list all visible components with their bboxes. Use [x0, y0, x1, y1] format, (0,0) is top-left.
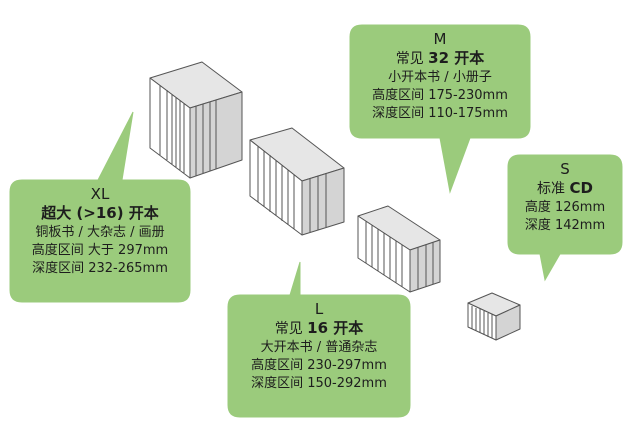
bubble-l-shape	[227, 261, 411, 418]
depth-range-xl: 深度区间 232-265mm	[32, 261, 168, 276]
bubble-xl	[9, 111, 191, 303]
format-title-xl: 超大 (>16) 开本	[41, 204, 159, 222]
depth-range-m: 深度区间 110-175mm	[372, 106, 508, 121]
cd-stack-s	[467, 292, 521, 341]
callout-m: M 常见 32 开本 小开本书 / 小册子 高度区间 175-230mm 深度区…	[350, 30, 530, 123]
size-label-m: M	[433, 30, 447, 48]
format-title-l: 常见 16 开本	[274, 319, 364, 337]
bubble-l	[227, 261, 411, 418]
bubble-s-shape	[507, 154, 623, 282]
callout-s: S 标准 CD 高度 126mm 深度 142mm	[508, 160, 622, 235]
callout-xl: XL 超大 (>16) 开本 铜板书 / 大杂志 / 画册 高度区间 大于 29…	[10, 185, 190, 278]
bubble-s	[507, 154, 623, 282]
book-stack-xl	[149, 61, 243, 179]
book-types-xl: 铜板书 / 大杂志 / 画册	[35, 225, 165, 240]
bubble-xl-shape	[9, 111, 191, 303]
format-title-s: 标准 CD	[537, 179, 593, 197]
bubble-m-shape	[349, 24, 531, 194]
size-label-s: S	[560, 160, 570, 178]
size-label-l: L	[314, 300, 324, 318]
depth-s: 深度 142mm	[524, 218, 606, 233]
bubble-m	[349, 24, 531, 194]
height-range-xl: 高度区间 大于 297mm	[31, 243, 169, 258]
height-range-l: 高度区间 230-297mm	[251, 358, 387, 373]
book-types-l: 大开本书 / 普通杂志	[260, 340, 378, 355]
book-stack-m	[357, 205, 441, 293]
depth-range-l: 深度区间 150-292mm	[251, 376, 387, 391]
height-range-m: 高度区间 175-230mm	[372, 88, 508, 103]
callout-l: L 常见 16 开本 大开本书 / 普通杂志 高度区间 230-297mm 深度…	[228, 300, 410, 393]
format-title-m: 常见 32 开本	[395, 49, 485, 67]
book-types-m: 小开本书 / 小册子	[388, 70, 492, 85]
size-label-xl: XL	[90, 185, 110, 203]
book-stack-l	[249, 127, 345, 236]
height-s: 高度 126mm	[524, 200, 606, 215]
